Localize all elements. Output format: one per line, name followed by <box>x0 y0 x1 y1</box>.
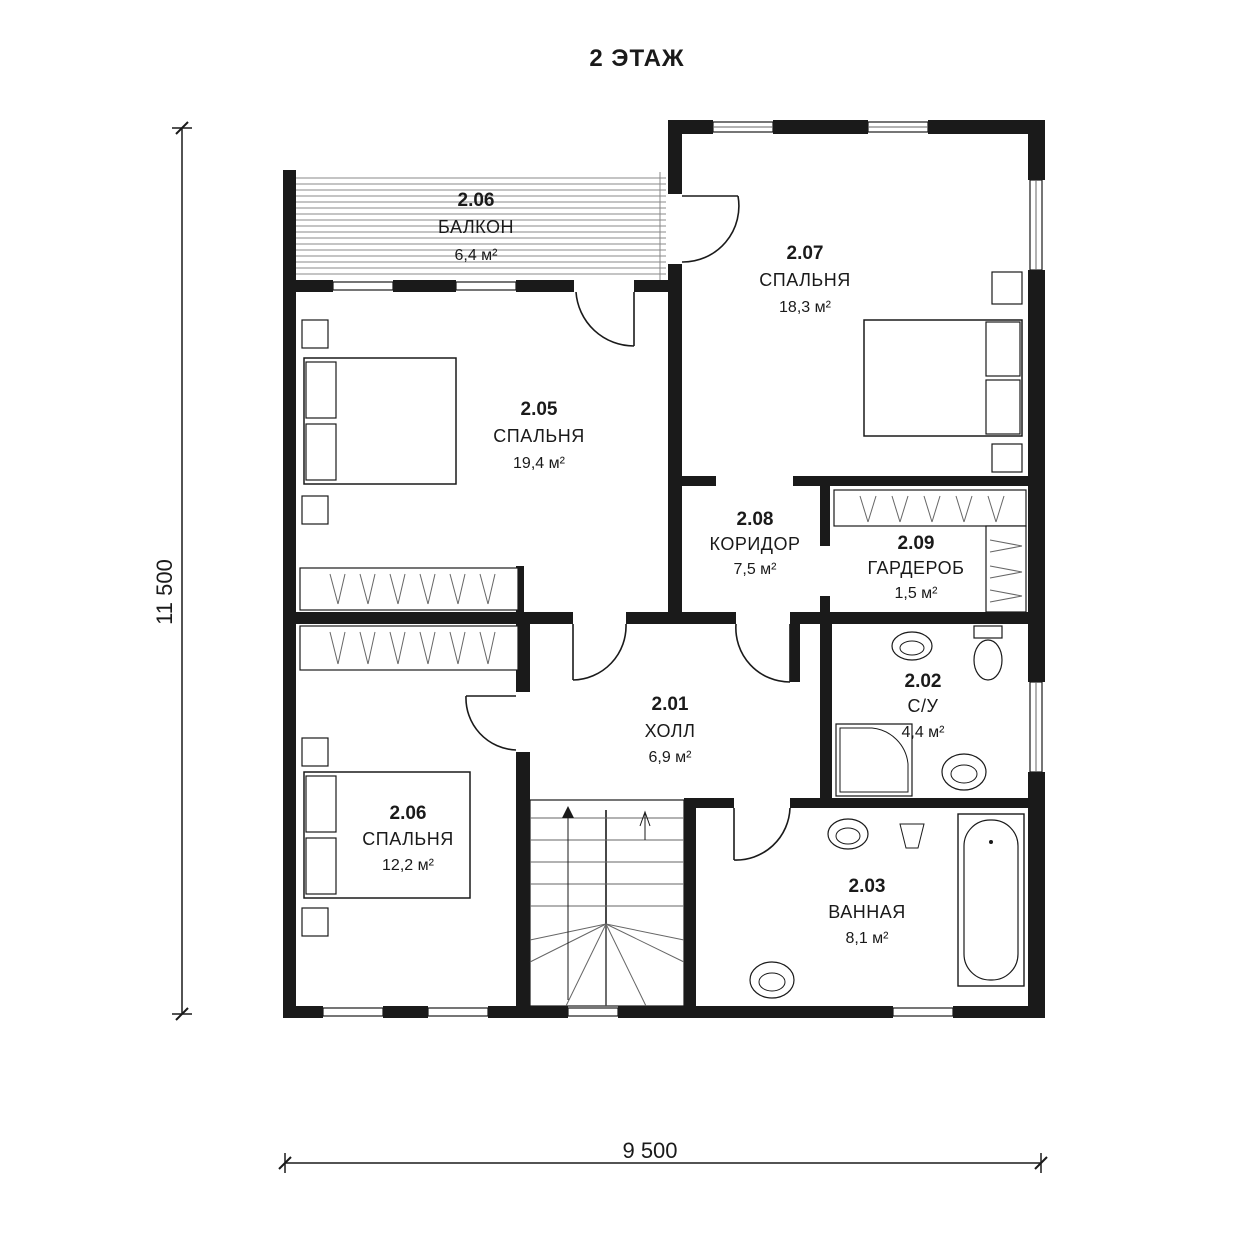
balcony-deck <box>296 172 666 280</box>
floor-title: 2 ЭТАЖ <box>589 45 684 72</box>
room-number: 2.06 <box>390 803 427 824</box>
room-number: 2.05 <box>521 399 558 420</box>
room-number: 2.08 <box>737 509 774 530</box>
doors <box>465 195 791 861</box>
room-area: 6,4 м² <box>454 247 498 264</box>
room-area: 12,2 м² <box>382 857 435 874</box>
room-area: 8,1 м² <box>845 930 889 947</box>
windows <box>322 121 1043 1017</box>
width-dimension: 9 500 <box>278 1138 1048 1173</box>
room-label-corridor: 2.08 КОРИДОР 7,5 м² <box>710 509 801 578</box>
room-number: 2.07 <box>787 243 824 264</box>
room-name: БАЛКОН <box>438 217 514 237</box>
room-area: 6,9 м² <box>648 749 692 766</box>
room-name: КОРИДОР <box>710 534 801 554</box>
room-name: ГАРДЕРОБ <box>868 558 965 578</box>
walls <box>283 120 1045 1018</box>
height-dimension: 11 500 <box>152 121 192 1021</box>
wardrobe-205 <box>299 567 519 611</box>
bed-206 <box>301 737 471 937</box>
height-dimension-label: 11 500 <box>152 559 177 625</box>
room-area: 19,4 м² <box>513 455 566 472</box>
room-number: 2.01 <box>652 694 689 715</box>
wardrobe-206 <box>299 625 519 671</box>
room-name: ХОЛЛ <box>645 721 696 741</box>
room-name: СПАЛЬНЯ <box>362 829 453 849</box>
room-number: 2.03 <box>849 876 886 897</box>
room-number: 2.09 <box>898 533 935 554</box>
room-label-wc: 2.02 С/У 4,4 м² <box>901 671 945 741</box>
room-label-balcony: 2.06 БАЛКОН 6,4 м² <box>438 190 514 264</box>
wardrobe-209 <box>833 489 1027 613</box>
wc-fixtures <box>835 625 1003 797</box>
bed-205 <box>301 319 457 525</box>
staircase <box>529 799 685 1007</box>
width-dimension-label: 9 500 <box>622 1138 677 1163</box>
room-number: 2.02 <box>905 671 942 692</box>
room-name: СПАЛЬНЯ <box>759 270 850 290</box>
room-number: 2.06 <box>458 190 495 211</box>
room-name: С/У <box>908 696 939 716</box>
room-area: 1,5 м² <box>894 585 938 602</box>
bed-207 <box>863 271 1023 473</box>
room-area: 4,4 м² <box>901 724 945 741</box>
bath-fixtures <box>749 813 1025 999</box>
room-area: 18,3 м² <box>779 299 832 316</box>
room-label-bedroom-207: 2.07 СПАЛЬНЯ 18,3 м² <box>759 243 850 316</box>
room-label-wardrobe: 2.09 ГАРДЕРОБ 1,5 м² <box>868 533 965 602</box>
room-label-bathroom: 2.03 ВАННАЯ 8,1 м² <box>828 876 905 947</box>
room-label-bedroom-205: 2.05 СПАЛЬНЯ 19,4 м² <box>493 399 584 472</box>
room-label-hall: 2.01 ХОЛЛ 6,9 м² <box>645 694 696 766</box>
room-label-bedroom-206: 2.06 СПАЛЬНЯ 12,2 м² <box>362 803 453 874</box>
room-area: 7,5 м² <box>733 561 777 578</box>
room-name: СПАЛЬНЯ <box>493 426 584 446</box>
room-name: ВАННАЯ <box>828 902 905 922</box>
